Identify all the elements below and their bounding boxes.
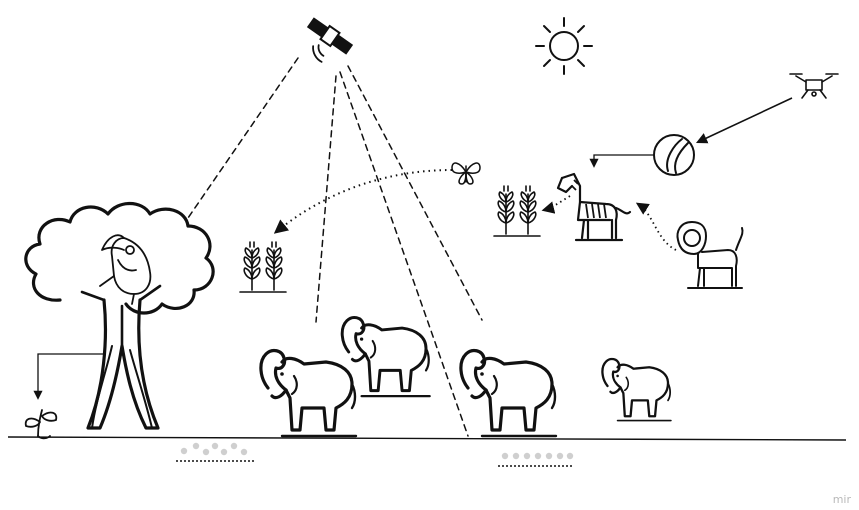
zebra-grazing-arrow xyxy=(544,196,570,210)
sun-icon xyxy=(536,18,592,74)
watermark-text: mir xyxy=(833,493,851,506)
elephant-icon xyxy=(261,351,356,436)
seedling-icon xyxy=(26,410,57,438)
butterfly-icon xyxy=(452,163,480,184)
dung-dots-right xyxy=(502,453,573,459)
dung-ball-icon xyxy=(654,135,694,175)
elephant-icon xyxy=(461,351,556,436)
tree-icon xyxy=(26,204,213,429)
satellite-beams xyxy=(188,58,482,436)
satellite-icon xyxy=(295,16,354,71)
lion-predation-arrow xyxy=(638,204,676,250)
elephant-icon xyxy=(602,359,670,421)
wheat-icon xyxy=(494,186,540,236)
toucan-icon xyxy=(100,235,150,304)
butterfly-pollination-arrow xyxy=(276,170,452,232)
drone-arrow xyxy=(698,98,792,142)
ground-line xyxy=(8,437,846,440)
drone-icon xyxy=(790,74,838,98)
dung-dots-left xyxy=(181,443,247,455)
ball-arrow xyxy=(594,155,654,166)
elephant-icon xyxy=(342,318,429,397)
lion-icon xyxy=(678,222,743,288)
zebra-icon xyxy=(558,174,630,240)
wheat-icon xyxy=(240,242,286,292)
tree-to-seedling-arrow xyxy=(38,354,104,398)
